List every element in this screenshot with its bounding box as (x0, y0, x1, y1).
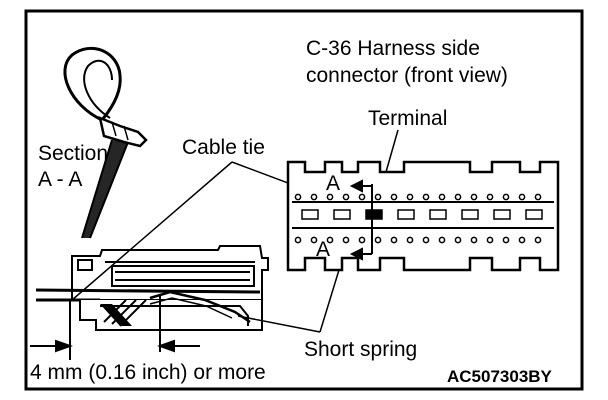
figure-border (24, 9, 584, 391)
section-marker-top: A (326, 172, 340, 195)
dimension-label: 4 mm (0.16 inch) or more (30, 361, 266, 384)
dimension-indicator (30, 296, 200, 360)
section-cut-line (349, 179, 373, 261)
connector-slot-row (301, 209, 543, 220)
section-housing (35, 245, 269, 331)
section-marker-bottom: A (316, 238, 330, 261)
connector-label-line1: C-36 Harness side (306, 37, 480, 60)
connector-label-line2: connector (front view) (306, 64, 508, 87)
section-label-line1: Section (38, 142, 108, 165)
short-spring-label: Short spring (304, 338, 417, 361)
cable-tie-illustration (63, 46, 148, 239)
cable-tie-label: Cable tie (182, 136, 265, 159)
connector-top-pins (294, 193, 542, 201)
connector-bottom-pins (294, 236, 542, 244)
figure-code: AC507303BY (447, 367, 553, 386)
section-label-line2: A - A (38, 168, 82, 191)
terminal-label: Terminal (368, 107, 447, 130)
